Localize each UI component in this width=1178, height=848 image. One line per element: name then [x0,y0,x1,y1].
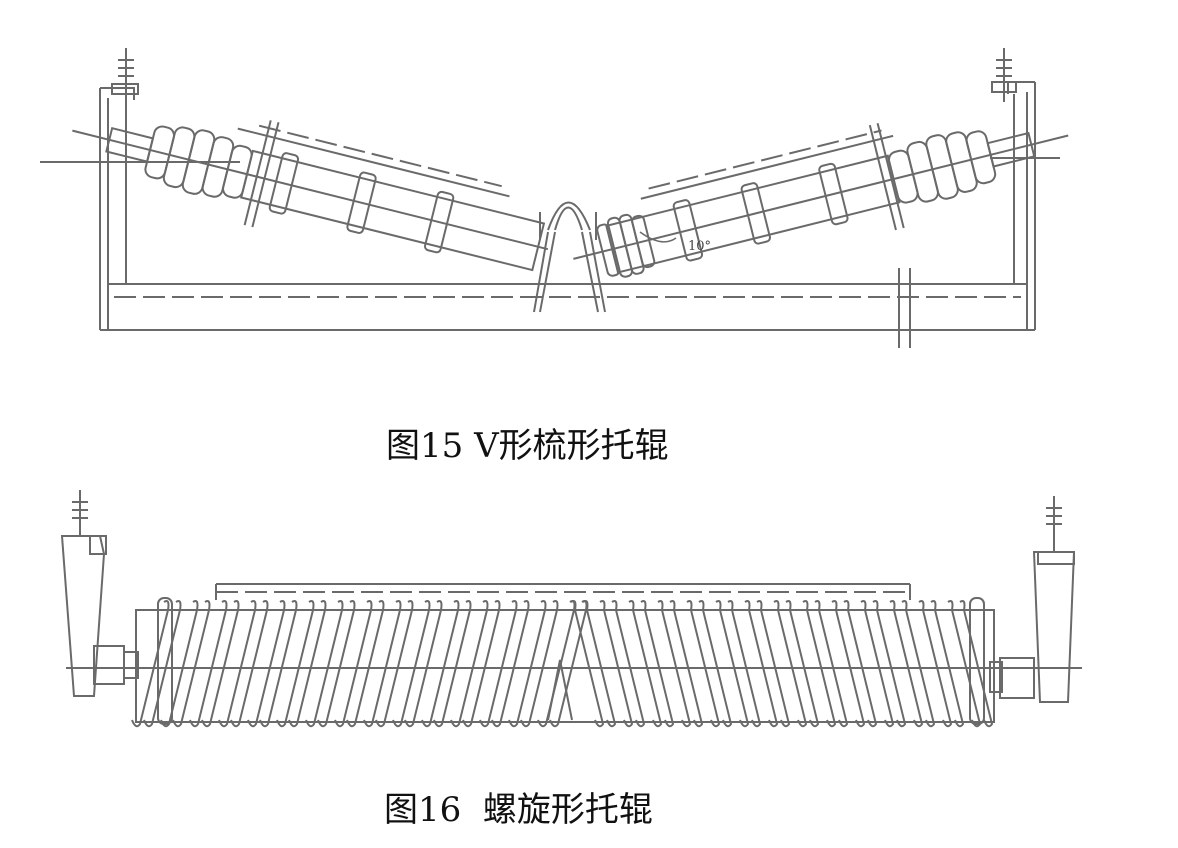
right-comb-roller [573,122,1069,278]
spiral-coil-turn [686,600,721,728]
v-comb-idler-drawing: 10° [40,48,1069,348]
spiral-coil-turn [189,600,228,728]
spiral-coil-turn [727,600,762,728]
spiral-coil-turn [131,600,170,728]
spiral-coil-turn [375,600,414,728]
spiral-coil-turn [247,600,286,728]
spiral-coil-turn [715,600,750,728]
figure-v-comb-idler: 10° [0,0,1178,390]
spiral-coil-turn [288,600,327,728]
spiral-coil-turn [889,600,924,728]
right-bracket [989,496,1076,703]
spiral-coil-turn [640,600,675,728]
spiral-coil-turn [930,600,965,728]
spiral-coil-turn [462,600,501,728]
spiral-idler-drawing [60,490,1082,728]
spiral-coil-turn [433,600,472,728]
left-mount-bolt [111,48,139,108]
spiral-coil-turn [657,600,692,728]
figure-15-caption: 图15 V形梳形托辊 [386,426,669,466]
spiral-coil-turn [831,600,866,728]
left-bracket [60,490,139,697]
spiral-coil-turn [947,600,982,728]
spiral-coil-turn [230,600,269,728]
spiral-coil-turn [491,600,530,728]
spiral-coil-turn [346,600,385,728]
spiral-coil-turn [698,600,733,728]
spiral-coil-turn [582,600,617,728]
spiral-coil-turn [785,600,820,728]
spiral-coil-turn [802,600,837,728]
figure-16-caption: 图16 螺旋形托辊 [384,790,653,830]
spiral-coil-turn [570,600,605,728]
spiral-coil-turn [860,600,895,728]
spiral-coil-turn [404,600,443,728]
spiral-coil-turn [305,600,344,728]
spiral-coil-turn [669,600,704,728]
spiral-coil-turn [520,600,559,728]
spiral-coil-turn [843,600,878,728]
spiral-coil-turn [959,600,994,728]
spiral-coil-turn [773,600,808,728]
spiral-coil-turn [218,600,257,728]
spiral-coil-turn [363,600,402,728]
right-mount-bolt [991,48,1017,102]
spiral-coil-turn [143,600,182,728]
spiral-coil-turn [334,600,373,728]
spiral-coil-turn [599,600,634,728]
spiral-coil-turn [479,600,518,728]
spiral-coil-turn [918,600,953,728]
left-comb-roller [72,120,549,272]
roller-end-ring [157,597,173,725]
spiral-coil-turn [201,600,240,728]
spiral-coil-turn [611,600,646,728]
spiral-coil-turn [901,600,936,728]
spiral-coil-turn [814,600,849,728]
spiral-coil-turn [392,600,431,728]
spiral-coil-turn [872,600,907,728]
figure-spiral-idler [0,480,1178,760]
spiral-coil-turn [317,600,356,728]
angle-label: 10° [688,239,711,254]
spiral-coil-turn [276,600,315,728]
spiral-coil-turn [628,600,663,728]
idler-frame [99,81,1036,348]
spiral-coil-turn [421,600,460,728]
spiral-coil-turn [172,600,211,728]
spiral-coils [131,597,994,728]
spiral-coil-turn [756,600,791,728]
spiral-coil-turn [744,600,779,728]
spiral-coil-turn [508,600,547,728]
center-v-bracket [533,201,606,313]
roller-end-ring [969,597,985,725]
spiral-coil-turn [450,600,489,728]
spiral-coil-turn [259,600,298,728]
